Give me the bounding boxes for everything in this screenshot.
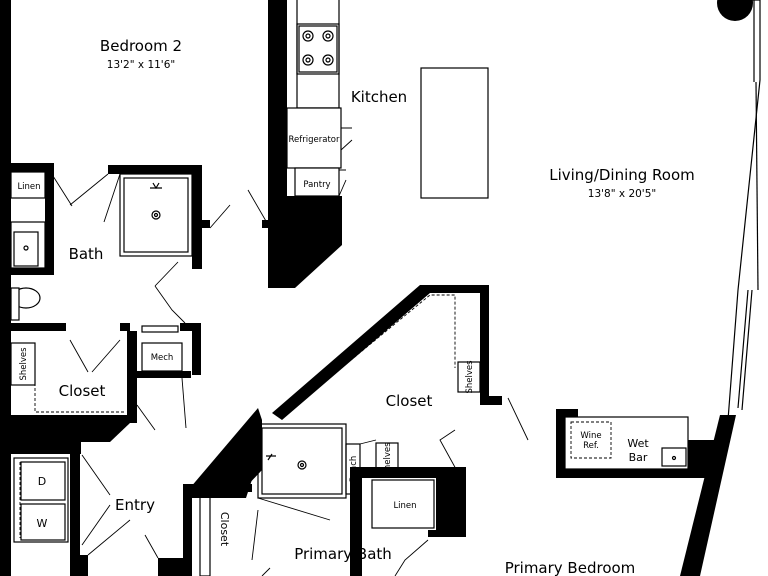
refrigerator-label: Refrigerator	[289, 135, 340, 145]
pantry	[294, 167, 340, 197]
shelves-center: Shelves	[457, 360, 481, 394]
room-kitchen: Kitchen	[351, 88, 407, 106]
shower-bath	[119, 173, 193, 257]
wet-bar-label-1: Wet	[627, 437, 649, 450]
pantry-label: Pantry	[303, 180, 330, 190]
svg-text:Bench: Bench	[349, 456, 359, 483]
linen-closet-top: Linen	[10, 171, 46, 199]
room-bath: Bath	[69, 245, 104, 263]
kitchen-island	[420, 67, 489, 199]
bench: Bench	[345, 443, 361, 495]
svg-text:Shelves: Shelves	[383, 442, 393, 476]
svg-text:Linen: Linen	[393, 501, 416, 511]
room-closet-center: Closet	[386, 392, 433, 410]
vanity-sink	[10, 221, 46, 269]
mech-label: Mech	[151, 353, 174, 363]
room-primary-bedroom: Primary Bedroom	[505, 559, 636, 576]
washer-label: W	[37, 517, 48, 530]
shelves-bath: Shelves	[375, 442, 399, 476]
laundry: D W	[13, 457, 69, 543]
room-bedroom-2-dims: 13'2" x 11'6"	[107, 59, 175, 71]
toilet	[10, 287, 41, 321]
room-bedroom-2: Bedroom 2	[100, 37, 182, 55]
room-closet-left: Closet	[59, 382, 106, 400]
wet-bar-label-2: Bar	[629, 451, 648, 464]
svg-text:Shelves: Shelves	[465, 360, 475, 394]
room-living-dining-dims: 13'8" x 20'5"	[588, 188, 656, 200]
mech-room	[141, 342, 183, 372]
room-closet-small: Closet	[218, 512, 231, 547]
svg-text:Shelves: Shelves	[19, 347, 29, 381]
stove	[296, 23, 340, 75]
wet-bar: Wine Ref. Wet Bar	[564, 416, 689, 470]
wine-ref-label-2: Ref.	[583, 441, 599, 451]
svg-text:Linen: Linen	[17, 182, 40, 192]
dryer-label: D	[38, 475, 46, 488]
room-primary-bath: Primary Bath	[294, 545, 392, 563]
room-entry: Entry	[115, 496, 155, 514]
room-living-dining: Living/Dining Room	[549, 166, 695, 184]
shelves-left: Shelves	[10, 342, 36, 386]
wine-ref-label-1: Wine	[580, 431, 601, 441]
linen-closet-bottom: Linen	[371, 479, 435, 529]
window-right	[727, 0, 761, 421]
refrigerator	[286, 107, 342, 169]
